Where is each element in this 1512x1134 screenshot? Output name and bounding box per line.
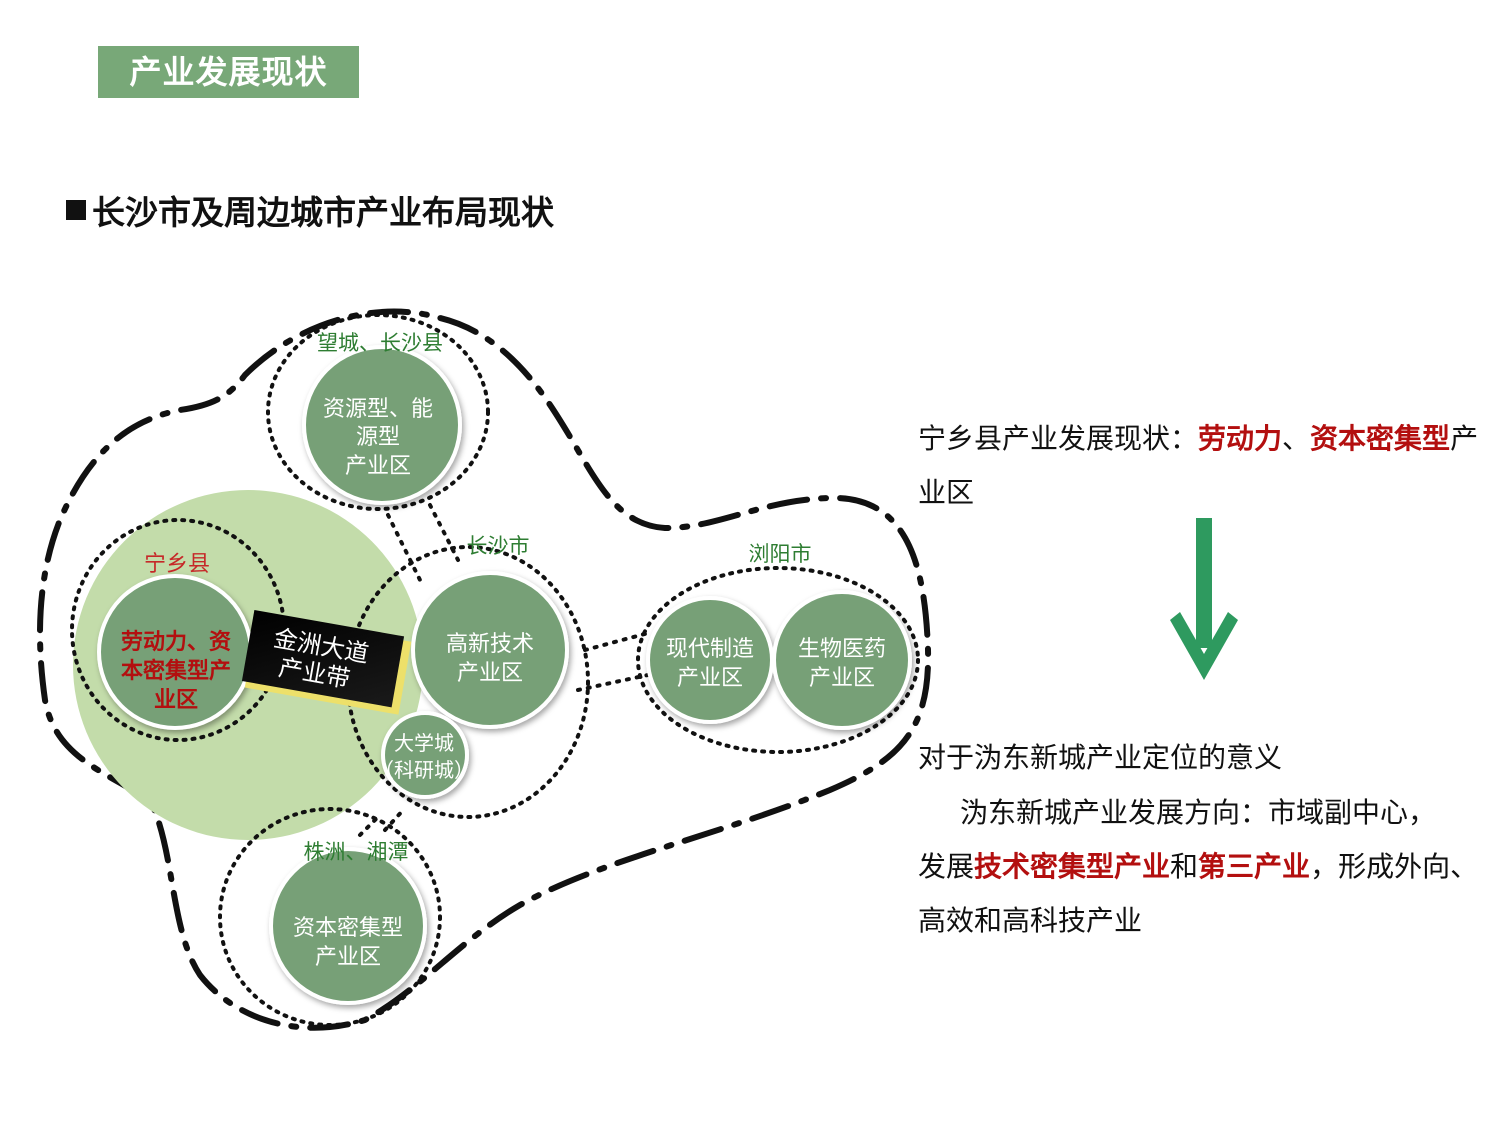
direction-highlight-tertiary: 第三产业 bbox=[1198, 850, 1311, 883]
ningxiang-status-text: 宁乡县产业发展现状：劳动力、资本密集型产业区 bbox=[918, 412, 1493, 520]
label-ningxiang: 宁乡县 bbox=[144, 552, 210, 577]
liuyang-b-text-2: 产业区 bbox=[809, 666, 875, 691]
liuyang-a-text-2: 产业区 bbox=[677, 666, 743, 691]
meaning-title: 对于沩东新城产业定位的意义 bbox=[918, 741, 1283, 774]
status-suffix: 产业区 bbox=[918, 422, 1479, 509]
zhuzhou-text-2: 产业区 bbox=[315, 945, 381, 970]
wangcheng-text-2: 源型 bbox=[356, 425, 400, 450]
page-heading: 长沙市及周边城市产业布局现状 bbox=[66, 186, 554, 234]
direction-highlight-tech: 技术密集型产业 bbox=[974, 850, 1171, 883]
circle-zhuzhou bbox=[269, 847, 427, 1005]
status-highlight-capital: 资本密集型 bbox=[1310, 422, 1451, 455]
ring-changsha bbox=[346, 545, 590, 819]
direction-line1: 沩东新城产业发展方向：市域副中心， bbox=[960, 796, 1437, 829]
ningxiang-text-3: 业区 bbox=[154, 688, 198, 713]
heading-text: 长沙市及周边城市产业布局现状 bbox=[92, 193, 554, 232]
ring-liuyang bbox=[636, 566, 920, 754]
university-text-2: （科研城） bbox=[374, 758, 474, 782]
group-rings bbox=[70, 313, 920, 1027]
wangcheng-text-3: 产业区 bbox=[345, 454, 411, 479]
wangcheng-text-1: 资源型、能 bbox=[323, 397, 433, 422]
circle-changsha bbox=[411, 571, 569, 729]
ring-wangcheng bbox=[266, 313, 490, 511]
liuyang-b-text-1: 生物医药 bbox=[798, 637, 886, 662]
circle-wangcheng bbox=[302, 345, 462, 505]
jinzhou-band: 金洲大道 产业带 bbox=[241, 610, 412, 715]
section-tag: 产业发展现状 bbox=[98, 46, 359, 98]
zhuzhou-text-1: 资本密集型 bbox=[293, 916, 403, 941]
direction-mid: 和 bbox=[1170, 850, 1199, 883]
circle-university bbox=[381, 711, 469, 799]
square-bullet-icon bbox=[66, 200, 86, 220]
direction-text: 沩东新城产业发展方向：市域副中心， 发展技术密集型产业和第三产业，形成外向、高效… bbox=[918, 786, 1493, 948]
label-changsha: 长沙市 bbox=[467, 534, 530, 558]
down-arrow-icon bbox=[1170, 518, 1238, 680]
status-highlight-labor: 劳动力 bbox=[1198, 422, 1283, 455]
label-wangcheng: 望城、长沙县 bbox=[317, 331, 443, 355]
ningxiang-text-1: 劳动力、资 bbox=[121, 629, 231, 655]
university-text-1: 大学城 bbox=[394, 731, 454, 755]
ningxiang-text-2: 本密集型产 bbox=[121, 658, 231, 684]
label-liuyang: 浏阳市 bbox=[749, 542, 812, 566]
direction-post: ，形成外向、高效和高科技产业 bbox=[918, 850, 1479, 937]
label-zhuzhou: 株洲、湘潭 bbox=[304, 840, 409, 864]
changsha-text-2: 产业区 bbox=[457, 661, 523, 686]
changsha-text-1: 高新技术 bbox=[446, 632, 534, 657]
status-sep: 、 bbox=[1282, 422, 1311, 455]
status-prefix: 宁乡县产业发展现状： bbox=[918, 422, 1199, 455]
circle-liuyang-b bbox=[772, 590, 912, 730]
region-boundary bbox=[37, 308, 932, 1031]
liuyang-a-text-1: 现代制造 bbox=[666, 637, 754, 662]
direction-pre: 发展 bbox=[918, 850, 975, 883]
ring-zhuzhou bbox=[218, 807, 442, 1027]
zone-circles bbox=[97, 345, 912, 1005]
